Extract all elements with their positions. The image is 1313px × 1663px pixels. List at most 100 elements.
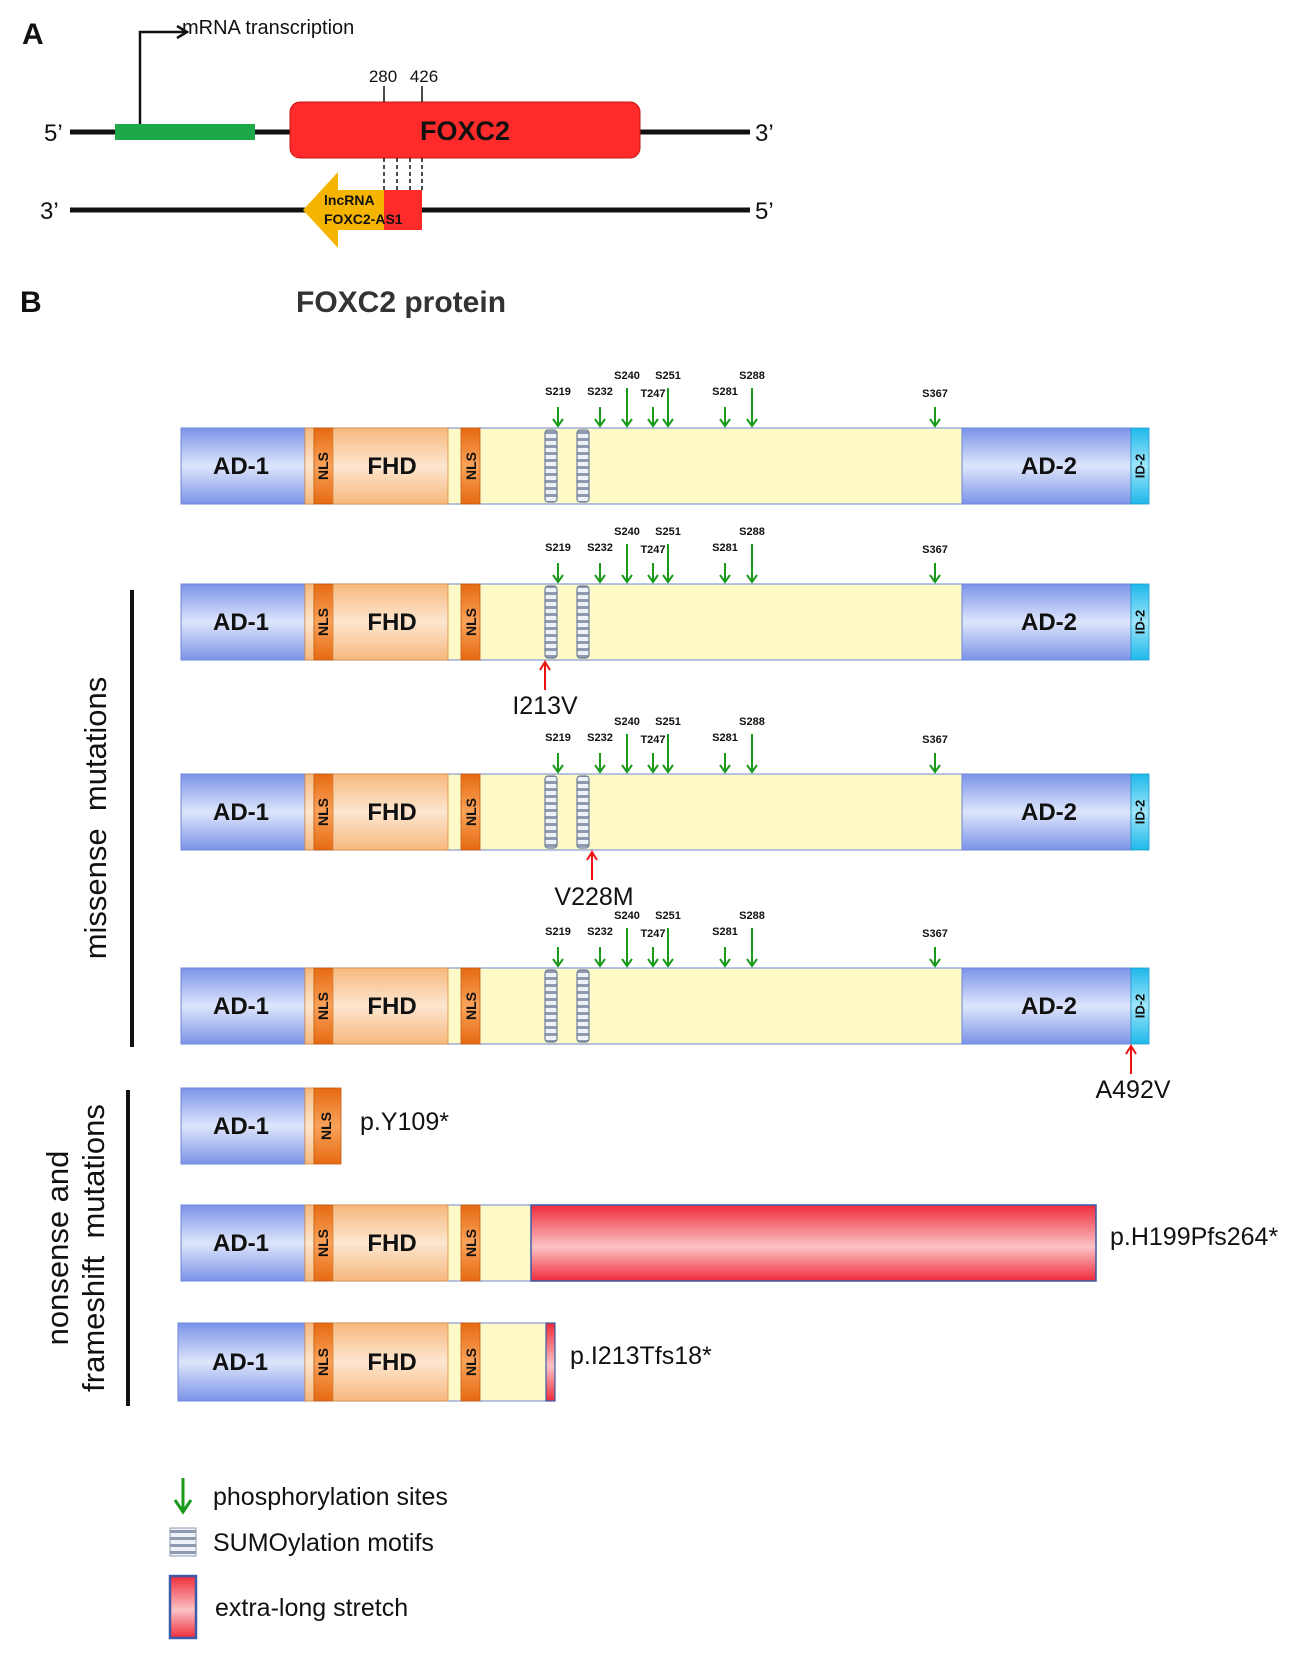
sumo-motif-2 xyxy=(576,585,590,659)
phospho-arrow-S367: S367 xyxy=(922,928,948,968)
nls1-domain xyxy=(313,1087,342,1165)
ad1-domain xyxy=(180,773,306,851)
ad1-label: AD-1 xyxy=(213,1230,269,1257)
phospho-arrow-S281: S281 xyxy=(712,926,738,968)
panel-a-letter: A xyxy=(22,18,44,51)
phospho-label-S281: S281 xyxy=(712,732,738,744)
lncrna-overlap-box xyxy=(384,190,422,230)
pos-280-label: 280 xyxy=(369,67,397,86)
phospho-label-S367: S367 xyxy=(922,734,948,746)
phospho-arrow-S219: S219 xyxy=(545,732,571,774)
id2-label: ID-2 xyxy=(1133,994,1148,1019)
phospho-label-S240: S240 xyxy=(614,370,640,382)
phospho-label-S219: S219 xyxy=(545,732,571,744)
id2-domain xyxy=(1130,583,1150,661)
mutation-a492v-arrow xyxy=(1125,1044,1137,1074)
panel-b-letter: B xyxy=(20,286,42,319)
fhd-domain xyxy=(332,773,449,851)
phospho-arrow-S219: S219 xyxy=(545,386,571,428)
phospho-arrow-S288: S288 xyxy=(739,526,765,584)
phospho-arrow-T247: T247 xyxy=(640,928,666,968)
phospho-label-S232: S232 xyxy=(587,542,613,554)
phospho-label-T247: T247 xyxy=(640,388,665,400)
id2-domain xyxy=(1130,427,1150,505)
nls1-label: NLS xyxy=(315,608,331,636)
fhd-label: FHD xyxy=(367,453,416,480)
nonsense-label-line2: frameshift mutations xyxy=(76,1104,111,1392)
nls1-label: NLS xyxy=(318,1112,334,1140)
fhd-domain xyxy=(332,967,449,1045)
phospho-arrow-S240: S240 xyxy=(614,370,640,428)
phospho-arrow-S232: S232 xyxy=(587,386,613,428)
phospho-label-S367: S367 xyxy=(922,544,948,556)
phospho-label-S367: S367 xyxy=(922,928,948,940)
nls2-label: NLS xyxy=(463,992,479,1020)
phospho-label-S232: S232 xyxy=(587,926,613,938)
nls2-label: NLS xyxy=(463,1348,479,1376)
sumo-motif-2 xyxy=(576,969,590,1043)
phospho-arrow-S240: S240 xyxy=(614,526,640,584)
phospho-arrow-S251: S251 xyxy=(655,370,681,428)
phospho-label-S219: S219 xyxy=(545,542,571,554)
lncrna-arrow xyxy=(303,172,384,248)
ad1-domain xyxy=(180,1087,306,1165)
foxc2-gene-label: FOXC2 xyxy=(420,116,510,146)
sumo-motif-1 xyxy=(544,585,558,659)
fhd-domain xyxy=(332,427,449,505)
nonsense-label-line1: nonsense and xyxy=(40,1151,75,1346)
phospho-arrow-S232: S232 xyxy=(587,542,613,584)
phospho-label-S251: S251 xyxy=(655,716,681,728)
phospho-label-S232: S232 xyxy=(587,386,613,398)
phospho-arrow-S367: S367 xyxy=(922,544,948,584)
id2-domain xyxy=(1130,967,1150,1045)
phospho-arrow-S232: S232 xyxy=(587,926,613,968)
nls1-label: NLS xyxy=(315,798,331,826)
phospho-label-S219: S219 xyxy=(545,386,571,398)
mutation-i213v-label: I213V xyxy=(512,692,578,720)
phospho-arrow-S240: S240 xyxy=(614,716,640,774)
legend-extra-label: extra-long stretch xyxy=(215,1594,408,1622)
phospho-arrow-S251: S251 xyxy=(655,910,681,968)
fhd-label: FHD xyxy=(367,609,416,636)
ad1-domain xyxy=(180,583,306,661)
pos-426-label: 426 xyxy=(410,67,438,86)
nls2-label: NLS xyxy=(463,608,479,636)
ad1-domain xyxy=(180,967,306,1045)
mutation-h199-label: p.H199Pfs264* xyxy=(1110,1223,1278,1251)
ad2-label: AD-2 xyxy=(1021,993,1077,1020)
nls2-domain xyxy=(460,1322,481,1402)
nls1-label: NLS xyxy=(315,992,331,1020)
ad1-domain xyxy=(180,427,306,505)
legend-extra-icon xyxy=(168,1574,198,1640)
ad2-domain xyxy=(961,967,1132,1045)
nls2-label: NLS xyxy=(463,1229,479,1257)
phospho-label-S251: S251 xyxy=(655,526,681,538)
promoter-exon xyxy=(115,124,255,140)
sumo-motif-2 xyxy=(576,429,590,503)
legend-phospho-label: phosphorylation sites xyxy=(213,1483,448,1511)
phospho-label-S281: S281 xyxy=(712,926,738,938)
ad2-label: AD-2 xyxy=(1021,453,1077,480)
mutation-i213t-label: p.I213Tfs18* xyxy=(570,1342,712,1370)
fhd-label: FHD xyxy=(367,799,416,826)
ad2-label: AD-2 xyxy=(1021,609,1077,636)
sumo-motif-1 xyxy=(544,775,558,849)
phospho-arrow-S219: S219 xyxy=(545,542,571,584)
nls2-domain xyxy=(460,583,481,661)
phospho-label-S367: S367 xyxy=(922,388,948,400)
ad1-domain xyxy=(177,1322,306,1402)
sumo-motif-1 xyxy=(544,429,558,503)
id2-label: ID-2 xyxy=(1133,610,1148,635)
legend-sumo-label: SUMOylation motifs xyxy=(213,1529,434,1557)
extra-stretch-short xyxy=(545,1322,556,1402)
phospho-arrow-S281: S281 xyxy=(712,386,738,428)
lncrna-label-line2: FOXC2-AS1 xyxy=(324,211,403,227)
phospho-label-S240: S240 xyxy=(614,910,640,922)
nls2-label: NLS xyxy=(463,798,479,826)
